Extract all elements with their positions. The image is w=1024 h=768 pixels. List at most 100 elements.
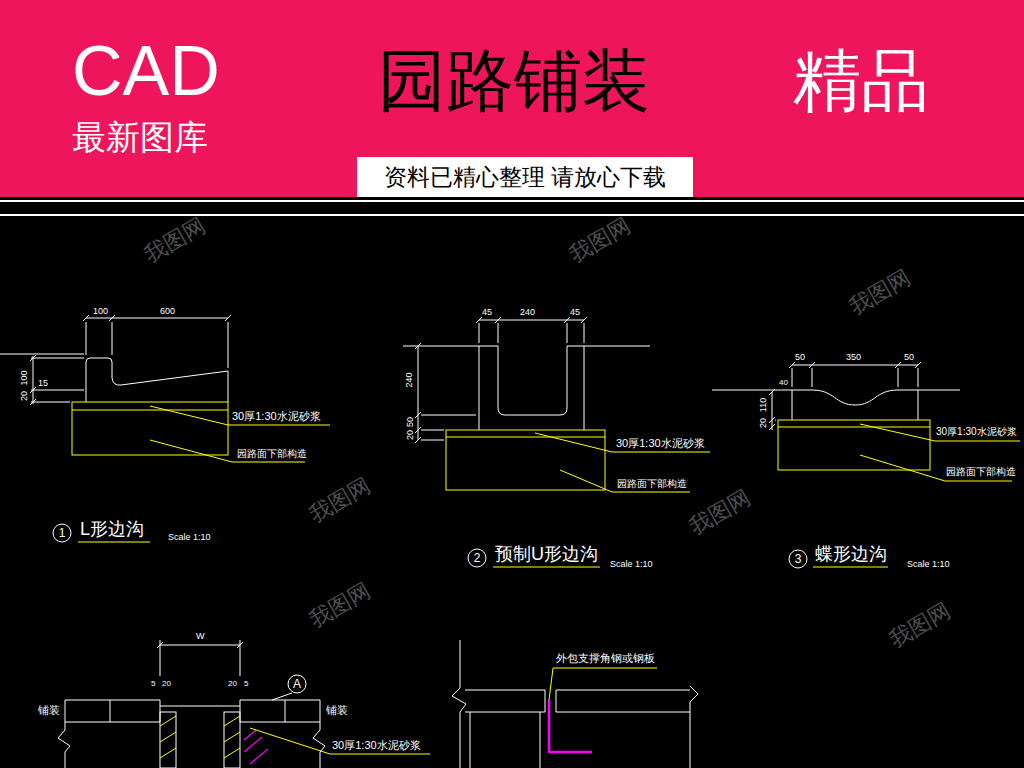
dimension-text: W (196, 632, 205, 641)
dimension-text: 100 (93, 307, 108, 316)
dimension-line (30, 355, 84, 405)
dimension-text: 5 (151, 680, 155, 688)
dimension-text: 50 (406, 417, 415, 427)
note-text: 30厚1:30水泥砂浆 (332, 740, 421, 751)
badge-text: 精品 (793, 46, 929, 114)
soil-hatch (244, 730, 268, 764)
notice-box: 资料已精心整理 请放心下载 (357, 157, 693, 197)
detail-title: 蝶形边沟 (815, 545, 887, 563)
break-line (58, 700, 325, 768)
base-layer (446, 430, 605, 490)
note-text: 铺装 (38, 705, 60, 716)
border-line (0, 214, 1024, 216)
watermark: 我图网 (306, 474, 374, 526)
leader-line (535, 433, 710, 492)
dimension-text: 5 (244, 680, 248, 688)
detail-title: L形边沟 (80, 520, 144, 538)
ground-line (403, 346, 650, 347)
gutter-profile (86, 358, 228, 402)
notice-text: 资料已精心整理 请放心下载 (384, 166, 666, 189)
gutter-profile (479, 346, 584, 430)
note-text: 园路面下部构造 (237, 449, 307, 459)
slab-outline (556, 686, 698, 768)
callout-number: 1 (59, 527, 66, 539)
section-circle: A (287, 674, 307, 694)
circle-outline (468, 549, 486, 567)
dimension-text: 20 (228, 680, 237, 688)
mortar-line (778, 427, 930, 428)
watermark: 我图网 (686, 486, 754, 538)
dimension-text: 110 (759, 398, 768, 412)
ground-line (712, 390, 960, 391)
dimension-text: 40 (779, 379, 788, 387)
watermark: 我图网 (886, 599, 954, 651)
dimension-text: 350 (846, 353, 861, 362)
leader-line (860, 424, 1020, 481)
scale-text: Scale 1:10 (168, 533, 211, 542)
border-line (0, 200, 1024, 202)
paving-blocks (65, 700, 320, 722)
dimension-text: 600 (160, 307, 175, 316)
dimension-text: 20 (162, 680, 171, 688)
detail-title: 预制U形边沟 (495, 545, 598, 563)
scale-text: Scale 1:10 (907, 560, 950, 569)
callout-number: A (293, 678, 301, 690)
title-text: 园路铺装 (378, 46, 650, 114)
leader-line (549, 668, 657, 700)
title-underline (78, 542, 150, 543)
leader-line (250, 728, 430, 754)
dimension-text: 50 (795, 353, 805, 362)
note-text: 30厚1:30水泥砂浆 (616, 438, 705, 449)
watermark: 我图网 (306, 579, 374, 631)
watermark: 我图网 (141, 214, 209, 266)
title-band: 资料已精心整理 请放心下载CAD最新图库园路铺装精品 (0, 0, 1024, 197)
scale-text: Scale 1:10 (610, 560, 653, 569)
note-text: 园路面下部构造 (617, 479, 687, 489)
leader-line (272, 693, 292, 700)
note-text: 30厚1:30水泥砂浆 (936, 427, 1017, 437)
note-text: 外包支撑角钢或钢板 (556, 653, 655, 664)
title-underline (493, 567, 600, 568)
dimension-text: 20 (759, 418, 768, 428)
dimension-line (157, 640, 243, 676)
dimension-text: 240 (405, 372, 414, 387)
dimension-line (476, 317, 587, 343)
brand-text: CAD (72, 36, 220, 106)
base-layer (72, 402, 228, 455)
slab-outline (465, 690, 545, 768)
base-layer (778, 420, 930, 470)
dimension-text: 50 (904, 353, 914, 362)
ground-line (0, 354, 84, 355)
dimension-text: 45 (570, 308, 580, 317)
gutter-profile (792, 390, 918, 420)
note-text: 30厚1:30水泥砂浆 (232, 411, 321, 422)
dimension-line (789, 362, 921, 387)
dimension-line (83, 315, 231, 368)
steel-angle (549, 700, 592, 752)
circle-outline (288, 675, 306, 693)
dimension-text: 45 (482, 308, 492, 317)
dimension-text: 240 (520, 308, 535, 317)
note-text: 铺装 (326, 705, 348, 716)
note-text: 园路面下部构造 (946, 467, 1016, 477)
callout-circle: 1 (52, 523, 72, 543)
dimension-text: 100 (20, 370, 29, 385)
callout-number: 2 (474, 552, 481, 564)
circle-outline (53, 524, 71, 542)
dimension-text: 20 (406, 430, 415, 440)
callout-number: 3 (795, 553, 802, 565)
dimension-line (769, 389, 776, 430)
break-line (452, 640, 466, 768)
title-underline (813, 567, 888, 568)
mortar-line (446, 437, 605, 438)
callout-circle: 2 (467, 548, 487, 568)
mortar-line (72, 410, 228, 411)
callout-circle: 3 (788, 549, 808, 569)
dimension-text: 20 (20, 391, 29, 401)
watermark: 我图网 (846, 266, 914, 318)
dimension-text: 15 (38, 379, 48, 388)
leader-line (150, 406, 330, 462)
watermark: 我图网 (566, 214, 634, 266)
dimension-line (415, 343, 476, 443)
